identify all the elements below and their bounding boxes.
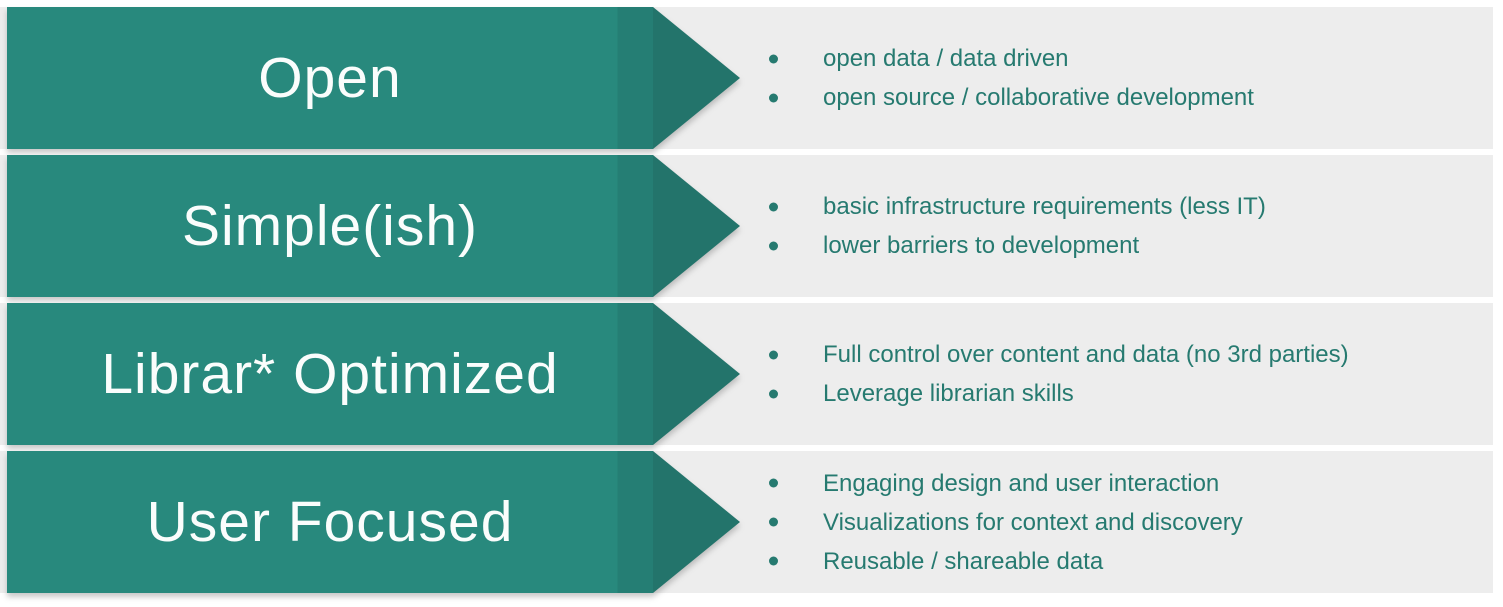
bullet-item: Engaging design and user interaction (740, 464, 1493, 503)
arrow-label: Open (258, 46, 402, 110)
bullet-list: open data / data driven open source / col… (740, 7, 1493, 149)
bullet-dot-icon (769, 54, 778, 63)
arrow-head-icon (653, 155, 740, 297)
bullet-list: basic infrastructure requirements (less … (740, 155, 1493, 297)
arrow-head-icon (653, 451, 740, 593)
arrow-label: Librar* Optimized (101, 342, 559, 406)
arrow-body: User Focused (7, 451, 653, 593)
bullet-text: Leverage librarian skills (823, 380, 1074, 407)
bullet-text: Engaging design and user interaction (823, 469, 1220, 497)
bullet-item: Reusable / shareable data (740, 542, 1493, 581)
bullet-dot-icon (769, 241, 778, 250)
bullet-item: open data / data driven (740, 39, 1493, 78)
bullet-text: Full control over content and data (no 3… (823, 341, 1349, 368)
process-arrow-row: Open open data / data driven open source … (0, 7, 1503, 149)
bullet-text: basic infrastructure requirements (less … (823, 193, 1266, 220)
arrow-head-icon (653, 7, 740, 149)
bullet-item: open source / collaborative development (740, 78, 1493, 117)
bullet-dot-icon (769, 556, 778, 566)
arrow-shape: Simple(ish) (7, 155, 740, 297)
arrow-shape: Librar* Optimized (7, 303, 740, 445)
bullet-item: Visualizations for context and discovery (740, 503, 1493, 542)
bullet-dot-icon (769, 350, 778, 359)
bullet-text: open source / collaborative development (823, 84, 1254, 111)
bullet-item: basic infrastructure requirements (less … (740, 187, 1493, 226)
process-arrow-row: Librar* Optimized Full control over cont… (0, 303, 1503, 445)
arrow-label: Simple(ish) (181, 194, 479, 258)
arrow-body: Librar* Optimized (7, 303, 653, 445)
bullet-dot-icon (769, 389, 778, 398)
process-arrow-row: User Focused Engaging design and user in… (0, 451, 1503, 593)
bullet-dot-icon (769, 478, 778, 488)
bullet-item: Full control over content and data (no 3… (740, 335, 1493, 374)
bullet-item: Leverage librarian skills (740, 374, 1493, 413)
bullet-dot-icon (769, 202, 778, 211)
bullet-text: lower barriers to development (823, 232, 1140, 259)
bullet-text: Reusable / shareable data (823, 547, 1104, 575)
bullet-dot-icon (769, 93, 778, 102)
arrow-shape: User Focused (7, 451, 740, 593)
bullet-text: open data / data driven (823, 45, 1069, 72)
process-arrow-row: Simple(ish) basic infrastructure require… (0, 155, 1503, 297)
bullet-text: Visualizations for context and discovery (823, 508, 1243, 536)
arrow-shape: Open (7, 7, 740, 149)
arrow-label: User Focused (146, 490, 514, 554)
arrow-body: Open (7, 7, 653, 149)
bullet-dot-icon (769, 517, 778, 527)
bullet-list: Full control over content and data (no 3… (740, 303, 1493, 445)
arrow-body: Simple(ish) (7, 155, 653, 297)
bullet-item: lower barriers to development (740, 226, 1493, 265)
arrow-head-icon (653, 303, 740, 445)
